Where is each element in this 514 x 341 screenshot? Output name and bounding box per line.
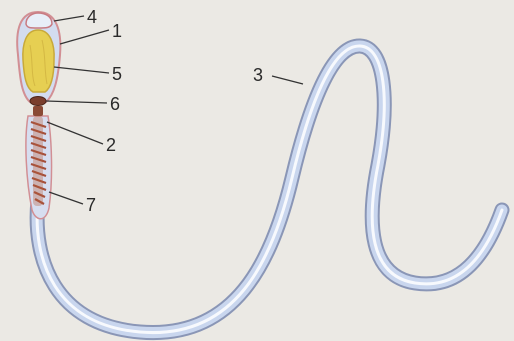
leader-line-7 [49, 192, 83, 204]
label-acrosome-cap: 4 [87, 8, 97, 26]
label-membrane: 1 [112, 22, 122, 40]
label-midpiece: 2 [106, 136, 116, 154]
label-centriole: 6 [110, 95, 120, 113]
label-nucleus: 5 [112, 65, 122, 83]
label-tail: 3 [253, 66, 263, 84]
centriole [30, 97, 46, 106]
leader-line-1 [60, 30, 109, 44]
leader-lines [46, 16, 303, 204]
leader-line-2 [47, 122, 103, 144]
label-mitochondrial-sheath: 7 [86, 196, 96, 214]
leader-line-3 [272, 76, 303, 84]
leader-line-5 [54, 67, 109, 73]
acrosome-cap [26, 13, 52, 28]
leader-line-6 [46, 101, 107, 103]
tail-outline [37, 46, 502, 333]
nucleus [23, 30, 54, 92]
leader-line-4 [54, 16, 84, 21]
